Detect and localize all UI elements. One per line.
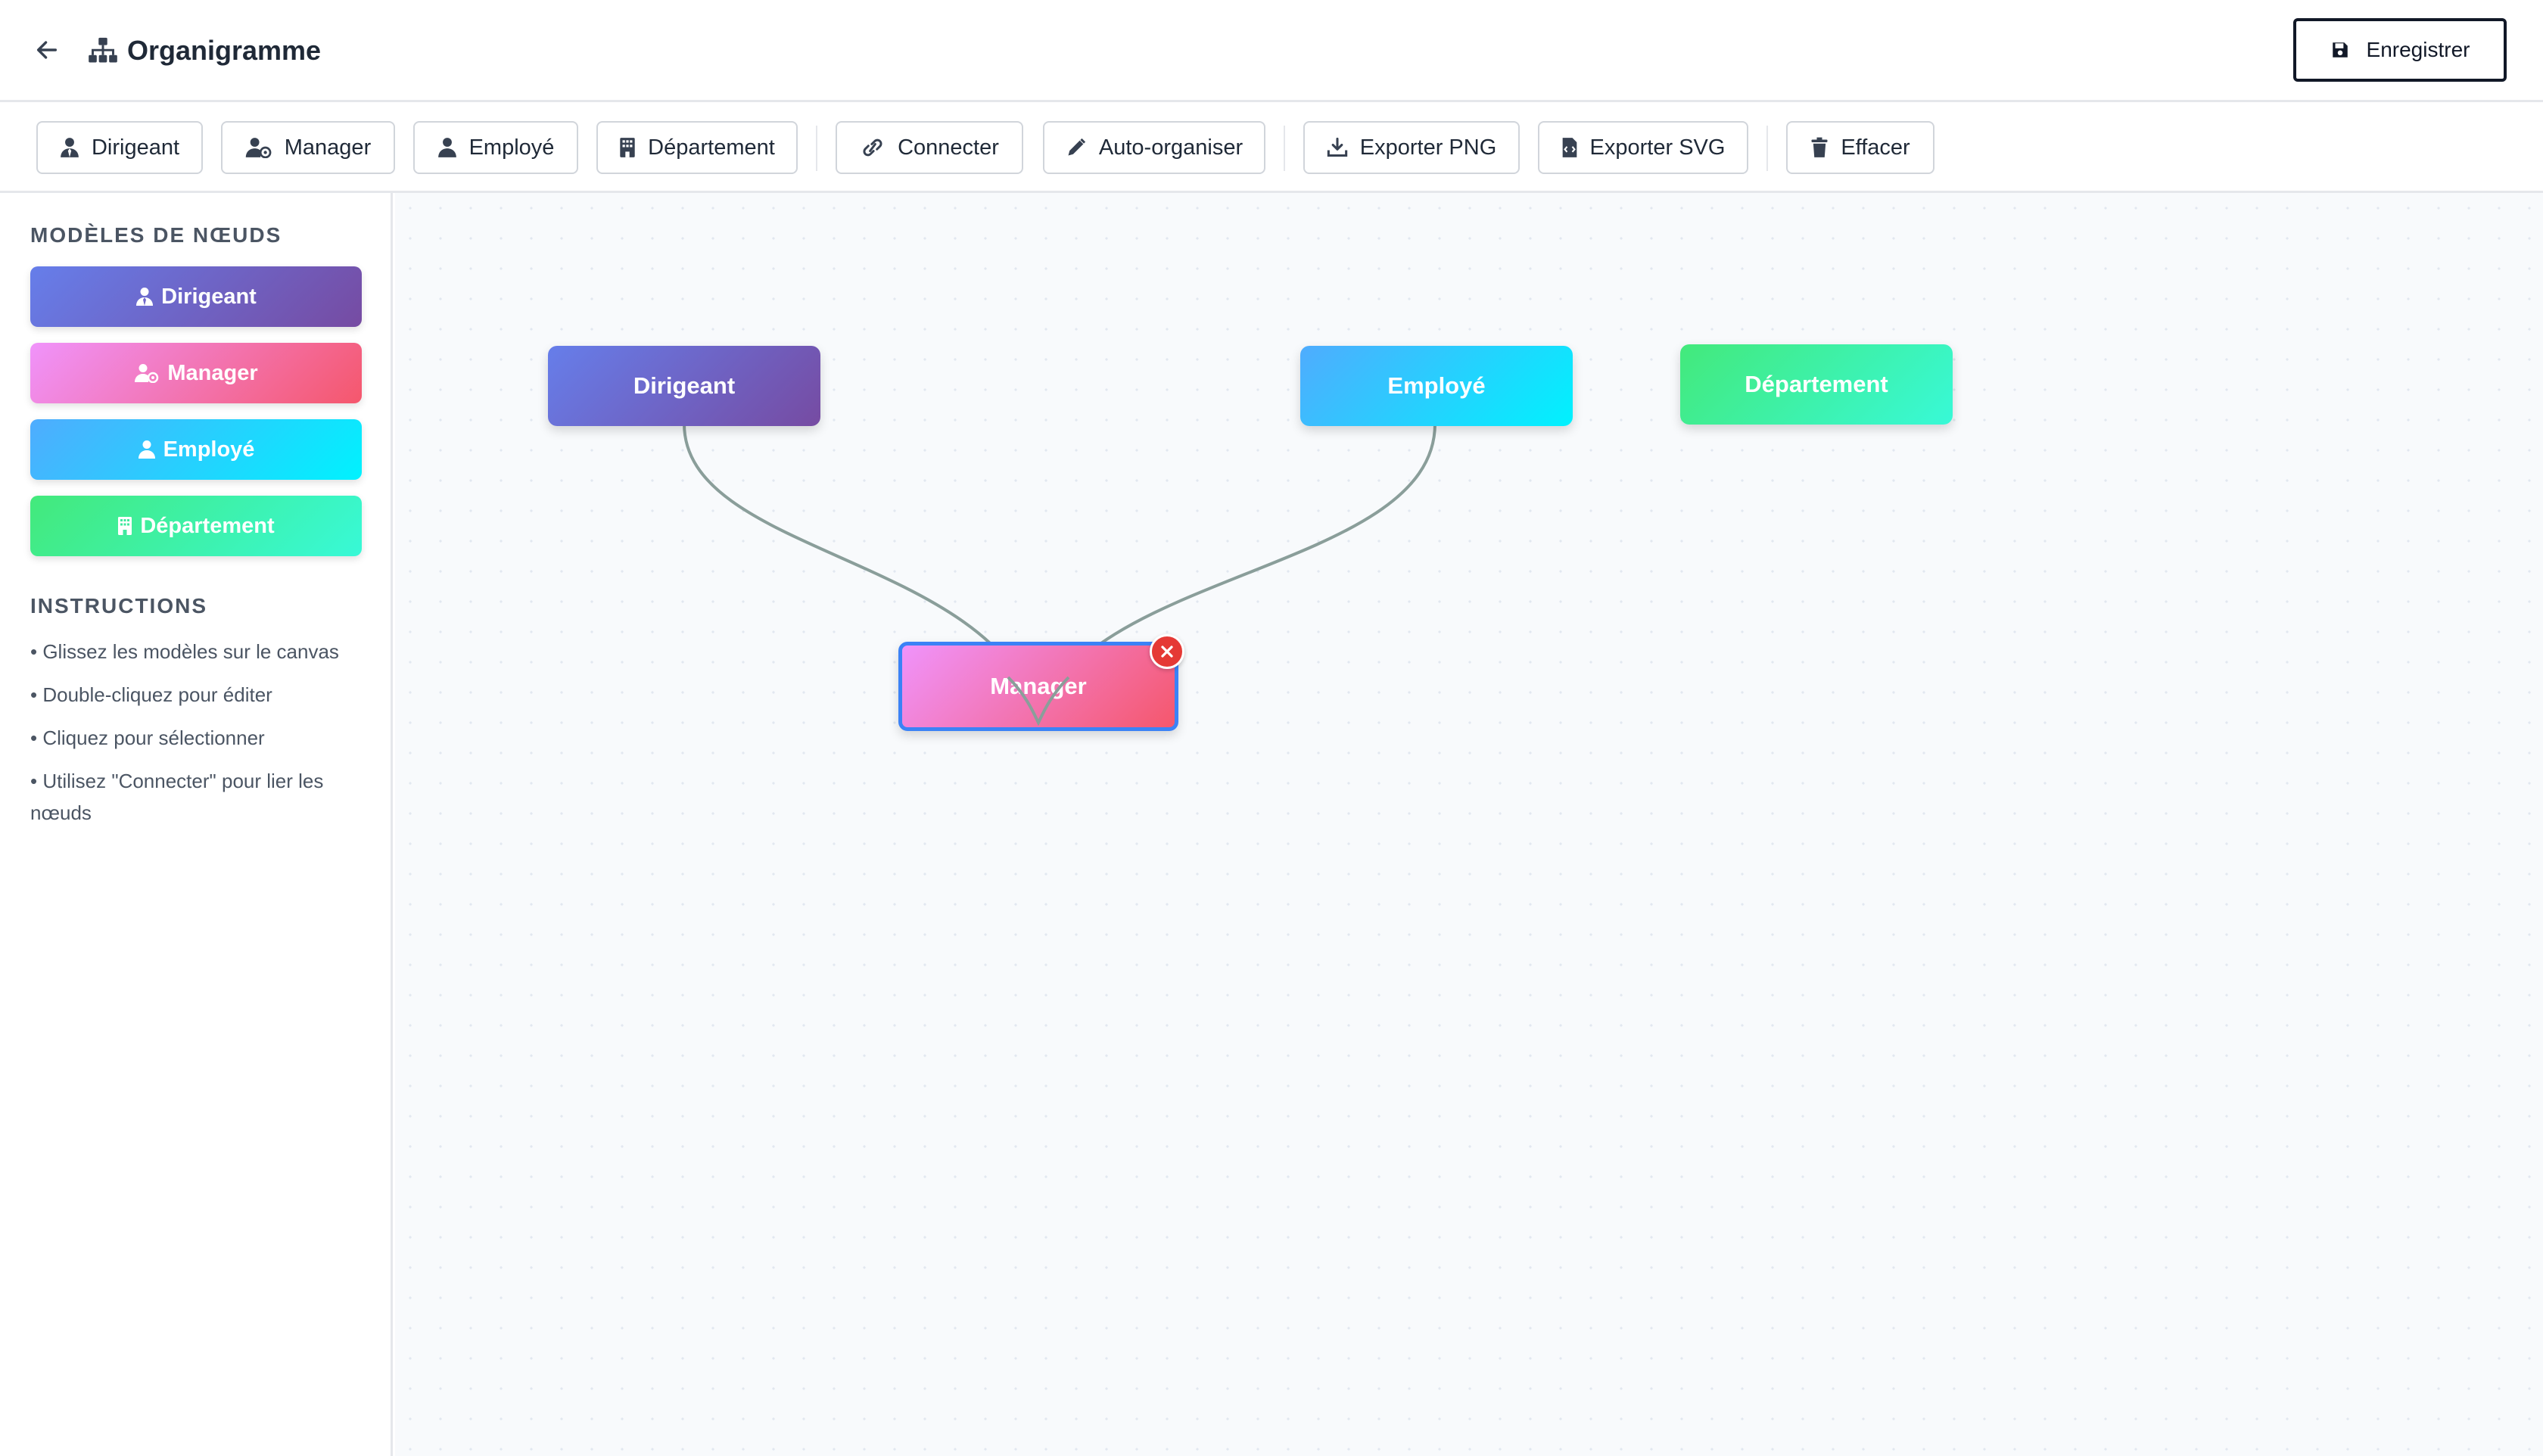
auto-organize-label: Auto-organiser [1098,135,1243,160]
page-title: Organigramme [88,30,321,71]
template-manager[interactable]: Manager [30,343,362,403]
node-label: Employé [1387,372,1486,399]
node-employe[interactable]: Employé [1300,346,1573,426]
floppy-disk-icon [2332,42,2348,58]
close-icon [1161,646,1173,658]
delete-node-button[interactable] [1150,634,1184,669]
add-manager-button[interactable]: Manager [221,121,395,174]
file-code-icon [1562,138,1577,157]
export-png-button[interactable]: Exporter PNG [1303,121,1520,174]
user-tie-icon [136,288,154,306]
toolbar-divider [1284,126,1285,171]
add-manager-label: Manager [284,135,372,160]
node-departement[interactable]: Département [1680,344,1953,425]
instruction-item: • Glissez les modèles sur le canvas [30,640,339,663]
user-gear-icon [135,364,159,383]
sitemap-icon [89,37,117,63]
template-label: Employé [163,437,255,462]
instruction-item: • Double-cliquez pour éditer [30,683,272,706]
node-manager[interactable]: Manager [898,642,1178,731]
toolbar-divider [816,126,817,171]
back-button[interactable] [27,30,67,70]
clear-label: Effacer [1841,135,1910,160]
trash-icon [1811,137,1828,157]
save-button-label: Enregistrer [2366,38,2470,61]
export-png-label: Exporter PNG [1359,135,1497,160]
add-dirigeant-label: Dirigeant [91,135,180,160]
add-employe-label: Employé [468,135,555,160]
toolbar-divider [1766,126,1768,171]
export-svg-label: Exporter SVG [1589,135,1726,160]
add-employe-button[interactable]: Employé [413,121,578,174]
node-label: Manager [990,673,1087,699]
template-label: Département [140,513,275,538]
app-header: Organigramme Enregistrer [0,0,2543,102]
template-employe[interactable]: Employé [30,419,362,480]
node-dirigeant[interactable]: Dirigeant [548,346,820,426]
add-departement-button[interactable]: Département [596,121,798,174]
templates-section-title: MODÈLES DE NŒUDS [30,223,282,247]
template-label: Dirigeant [161,284,257,309]
building-icon [620,138,635,157]
instructions-section-title: INSTRUCTIONS [30,594,207,618]
add-departement-label: Département [648,135,775,160]
clear-button[interactable]: Effacer [1786,121,1934,174]
node-label: Dirigeant [633,372,736,399]
user-icon [437,138,456,157]
app-title-text: Organigramme [127,35,322,66]
export-svg-button[interactable]: Exporter SVG [1538,121,1748,174]
template-departement[interactable]: Département [30,496,362,556]
connect-label: Connecter [898,135,999,160]
template-dirigeant[interactable]: Dirigeant [30,266,362,327]
user-tie-icon [61,138,79,157]
user-icon [138,440,155,459]
link-icon [863,138,882,157]
auto-organize-button[interactable]: Auto-organiser [1043,121,1265,174]
instruction-item: • Cliquez pour sélectionner [30,726,265,749]
add-dirigeant-button[interactable]: Dirigeant [36,121,203,174]
save-button[interactable]: Enregistrer [2293,18,2507,82]
org-chart-canvas[interactable]: Dirigeant Employé Département Manager [395,193,2543,1456]
sidebar: MODÈLES DE NŒUDS Dirigeant Manager Emplo… [0,193,393,1456]
download-icon [1327,137,1347,157]
arrow-left-icon [36,41,58,59]
pencil-icon [1068,138,1086,156]
template-label: Manager [167,360,258,385]
connect-button[interactable]: Connecter [836,121,1023,174]
toolbar: Dirigeant Manager Employé Département [0,104,2543,193]
node-label: Département [1745,371,1888,397]
instruction-item: • Utilisez "Connecter" pour lier les nœu… [30,770,324,824]
building-icon [118,517,132,535]
user-gear-icon [245,138,272,158]
